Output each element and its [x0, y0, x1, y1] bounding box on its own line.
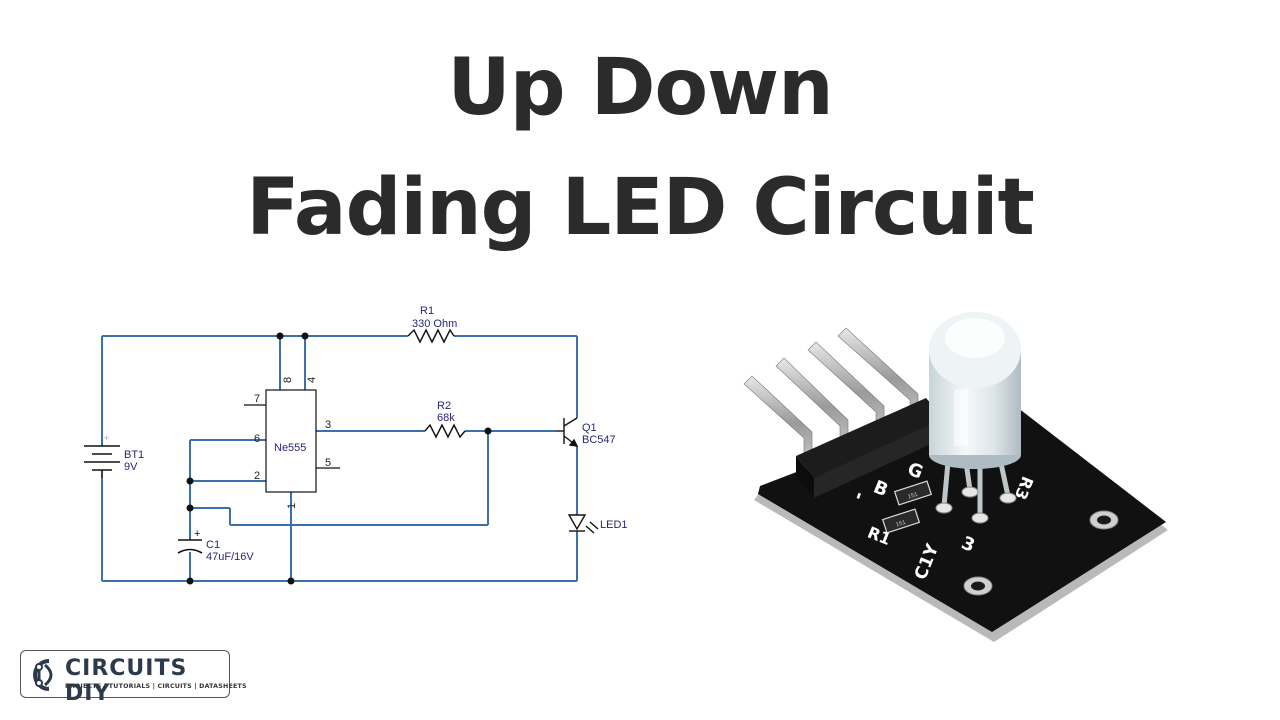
- ic-pin-6: 6: [254, 433, 260, 445]
- battery-bt1: [84, 445, 120, 478]
- logo-brand: CIRCUITS DIY: [65, 656, 229, 706]
- circuits-diy-logo[interactable]: CIRCUITS DIY PROJECTS | TUTORIALS | CIRC…: [20, 650, 246, 706]
- smd-r-mark-1: 151: [907, 492, 919, 501]
- ic-pin-5: 5: [325, 457, 331, 469]
- page-title-line-1: Up Down: [447, 43, 833, 133]
- header-housing: [796, 398, 944, 478]
- logo-brand-suffix: DIY: [65, 681, 111, 706]
- resistor-r2: R2 68k: [424, 400, 466, 439]
- battery-plus-sign: +: [104, 433, 109, 443]
- logo-tagline: PROJECTS | TUTORIALS | CIRCUITS | DATASH…: [65, 683, 247, 690]
- logo-brand-main: CIRCUITS: [65, 656, 188, 681]
- ic-pin-2: 2: [254, 470, 260, 482]
- ic-pin-4: 4: [306, 377, 318, 383]
- transistor-q1: [556, 417, 579, 447]
- schematic-wires: [101, 335, 578, 582]
- r1-ref: R1: [420, 305, 434, 317]
- r2-value: 68k: [437, 412, 455, 424]
- r1-value: 330 Ohm: [412, 318, 457, 330]
- c1-ref: C1: [206, 539, 220, 551]
- ic-pin-1: 1: [286, 503, 298, 509]
- resistor-r1: R1 330 Ohm: [407, 305, 457, 344]
- rgb-led: [929, 312, 1021, 469]
- ic-pin-8: 8: [282, 377, 294, 383]
- circuit-schematic: R1 330 Ohm R2 68k Ne555 8 4 7 6 2 3 5 1 …: [84, 305, 628, 585]
- page-title-line-2: Fading LED Circuit: [246, 163, 1035, 253]
- ic-ne555: Ne555 8 4 7 6 2 3 5 1: [244, 377, 340, 509]
- junction-dots: [186, 332, 492, 585]
- cap-plus-sign: +: [194, 528, 200, 540]
- ic-pin-3: 3: [325, 419, 331, 431]
- rgb-led-module-photo: 151 151 - B G R3 R1 C1Y 3: [743, 312, 1168, 642]
- q1-value: BC547: [582, 434, 616, 446]
- capacitor-c1: [177, 539, 203, 554]
- r2-ref: R2: [437, 400, 451, 412]
- smd-r-mark-2: 151: [895, 520, 907, 529]
- c1-value: 47uF/16V: [206, 551, 254, 563]
- led1-ref: LED1: [600, 519, 628, 531]
- ic-pin-7: 7: [254, 393, 260, 405]
- ic-label: Ne555: [274, 442, 306, 454]
- circuit-logo-icon: [33, 659, 53, 691]
- label-g: G: [904, 458, 926, 483]
- bt1-value: 9V: [124, 461, 138, 473]
- q1-ref: Q1: [582, 422, 597, 434]
- bt1-ref: BT1: [124, 449, 144, 461]
- led-led1: [567, 514, 599, 534]
- smd-resistors: 151 151: [881, 480, 933, 534]
